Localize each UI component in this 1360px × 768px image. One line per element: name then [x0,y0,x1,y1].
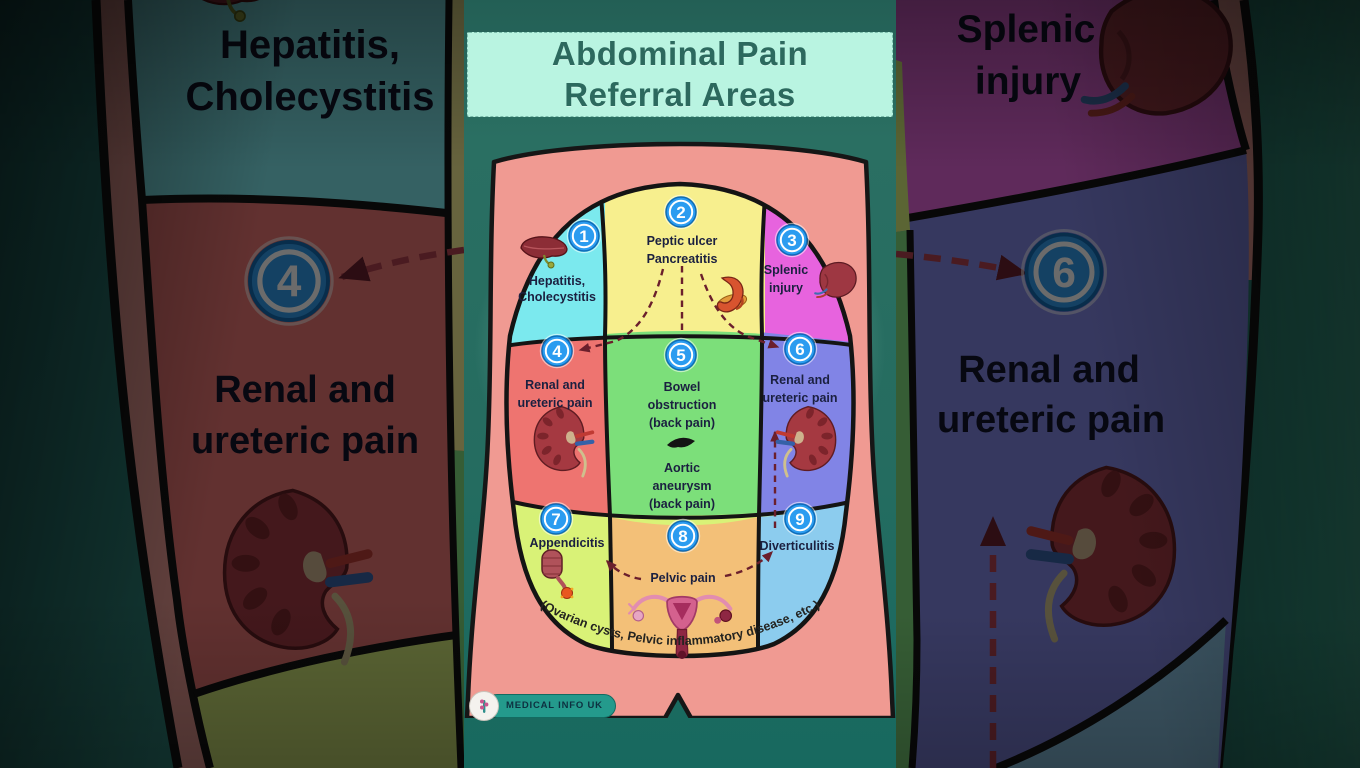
svg-text:3: 3 [787,231,796,250]
svg-text:Splenic: Splenic [764,263,809,277]
left-zoom-label: Renal and [214,369,396,411]
svg-text:4: 4 [277,258,302,307]
svg-text:Cholecystitis: Cholecystitis [518,290,596,304]
svg-text:obstruction: obstruction [648,398,717,412]
svg-text:1: 1 [579,227,588,246]
right-zoom-illustration: Splenic injury 6 Renal and ureteric pain [896,0,1360,768]
svg-text:Aortic: Aortic [664,461,700,475]
region-6-zoom [896,150,1249,768]
svg-text:(back pain): (back pain) [649,497,715,511]
brand-name: MEDICAL INFO UK [485,694,616,718]
svg-text:8: 8 [678,527,687,546]
region-3-badge: 3 [774,222,810,258]
svg-text:6: 6 [1052,250,1076,297]
region-9-badge: 9 [782,501,818,537]
svg-text:(back pain): (back pain) [649,416,715,430]
svg-text:Renal and: Renal and [770,373,830,387]
title-banner: Abdominal Pain Referral Areas [467,32,893,117]
svg-text:9: 9 [795,510,804,529]
referral-arrows [578,266,780,581]
region-5-badge: 5 [663,337,699,373]
abdomen-diagram: 1 2 3 4 5 6 7 8 9 Hepatitis, Cholecystit… [464,141,896,718]
svg-text:5: 5 [676,346,685,365]
svg-text:Pelvic pain: Pelvic pain [650,571,715,585]
right-zoom-label: ureteric pain [937,399,1165,441]
right-zoom-panel: Splenic injury 6 Renal and ureteric pain [896,0,1360,768]
region-5-shape [606,331,762,525]
svg-text:Pancreatitis: Pancreatitis [647,252,718,266]
title-line2: Referral Areas [564,75,796,113]
region-labels: Hepatitis, Cholecystitis Peptic ulcer Pa… [517,234,837,585]
svg-text:4: 4 [552,342,562,361]
svg-text:2: 2 [676,203,685,222]
region-8-badge: 8 [665,518,701,554]
left-zoom-label: Hepatitis, [220,23,400,67]
brand-badge: MEDICAL INFO UK [469,691,616,721]
right-zoom-label: Splenic [957,8,1096,51]
svg-text:aneurysm: aneurysm [652,479,711,493]
svg-text:ureteric pain: ureteric pain [762,391,837,405]
svg-text:Appendicitis: Appendicitis [529,536,604,550]
left-zoom-panel: Hepatitis, Cholecystitis 4 Renal and ure… [0,0,464,768]
svg-text:6: 6 [795,340,804,359]
svg-text:Bowel: Bowel [664,380,701,394]
svg-text:7: 7 [551,510,560,529]
region-6-badge: 6 [782,331,818,367]
left-zoom-label: Cholecystitis [186,75,435,119]
title-line1: Abdominal Pain [551,35,809,73]
region-1-badge: 1 [566,218,602,254]
svg-text:Peptic ulcer: Peptic ulcer [647,234,718,248]
svg-text:Hepatitis,: Hepatitis, [529,274,585,288]
region-6-badge: 6 [1023,231,1106,314]
region-4-badge: 4 [539,333,575,369]
svg-text:Renal and: Renal and [525,378,585,392]
svg-text:injury: injury [769,281,803,295]
region-9-zoom [996,620,1226,768]
region-4-badge: 4 [246,238,332,324]
right-zoom-label: Renal and [958,349,1140,391]
infographic-panel: Abdominal Pain Referral Areas [434,0,926,768]
right-zoom-label: injury [975,60,1081,103]
swoosh-divider-icon [667,437,695,448]
left-zoom-label: ureteric pain [191,420,419,462]
spleen-icon [1084,0,1230,113]
svg-text:Diverticulitis: Diverticulitis [759,539,834,553]
medical-logo-icon [469,691,499,721]
left-zoom-illustration: Hepatitis, Cholecystitis 4 Renal and ure… [0,0,464,768]
svg-text:ureteric pain: ureteric pain [517,396,592,410]
region-2-badge: 2 [663,194,699,230]
region-8-shape [611,517,758,656]
region-7-badge: 7 [538,501,574,537]
